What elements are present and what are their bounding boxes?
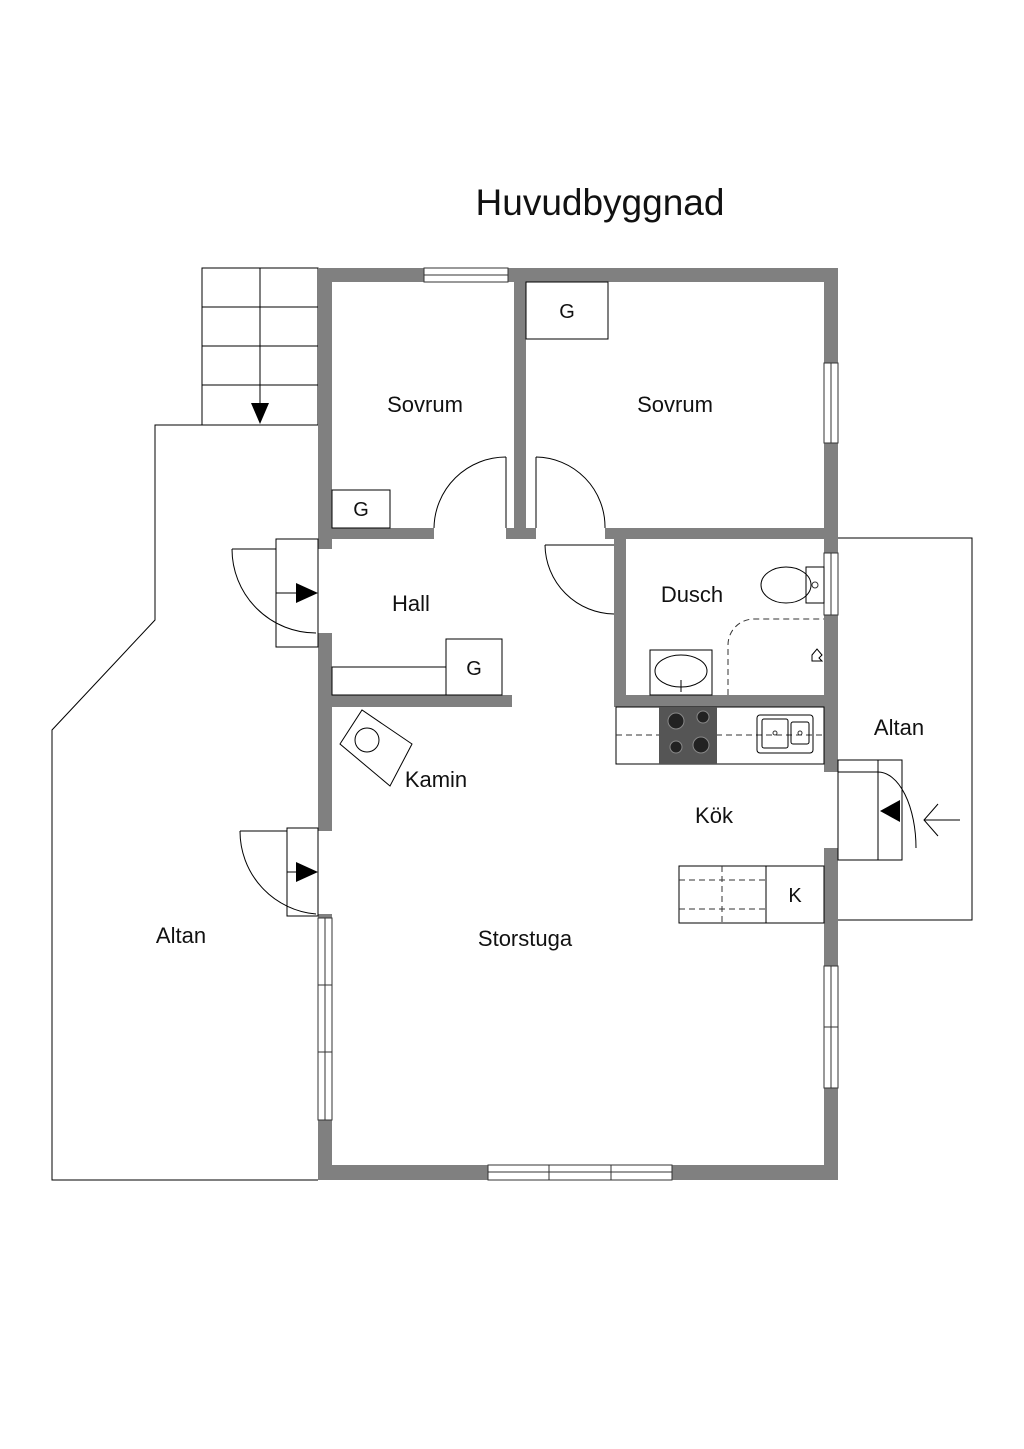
wardrobe-label: G (466, 658, 482, 680)
fridge-label: K (788, 885, 802, 907)
wardrobe-label: G (353, 499, 369, 521)
toilet-icon (760, 566, 825, 604)
room-label-kamin: Kamin (405, 767, 467, 792)
stairs (201, 267, 319, 426)
room-label-altan-right: Altan (874, 715, 924, 740)
room-label-sovrum-right: Sovrum (637, 392, 713, 417)
fireplace-icon (339, 709, 413, 787)
doors (231, 456, 960, 917)
shower-icon (727, 618, 824, 695)
wardrobe-hall: G (445, 638, 503, 696)
entry-arrow-icon (296, 862, 318, 882)
entry-arrow-icon (880, 800, 900, 822)
sink-icon (649, 649, 713, 696)
entry-arrow-icon (296, 583, 318, 603)
room-label-altan-left: Altan (156, 923, 206, 948)
room-labels: Sovrum Sovrum Hall Dusch Kamin Altan Kök… (156, 392, 924, 951)
wardrobe-sovrum-left: G (331, 489, 391, 529)
room-label-hall: Hall (392, 591, 430, 616)
room-label-sovrum-left: Sovrum (387, 392, 463, 417)
kitchen-island: K (678, 865, 825, 924)
stove-icon (659, 707, 717, 764)
wardrobe-sovrum-right: G (525, 281, 609, 340)
room-label-dusch: Dusch (661, 582, 723, 607)
room-label-kok: Kök (695, 803, 734, 828)
windows (317, 267, 839, 1181)
hall-closet-partition (331, 666, 447, 696)
kitchen-sink-icon (756, 714, 814, 754)
plan-title: Huvudbyggnad (476, 182, 725, 223)
altan-right-outline (838, 537, 973, 921)
room-label-storstuga: Storstuga (478, 926, 573, 951)
wardrobe-label: G (559, 301, 575, 323)
openings (317, 549, 839, 914)
kitchen-counter (615, 706, 825, 765)
stair-direction-arrow-icon (251, 403, 269, 424)
altan-left-outline (51, 424, 318, 1181)
entrance-arrow-icon (923, 803, 960, 837)
